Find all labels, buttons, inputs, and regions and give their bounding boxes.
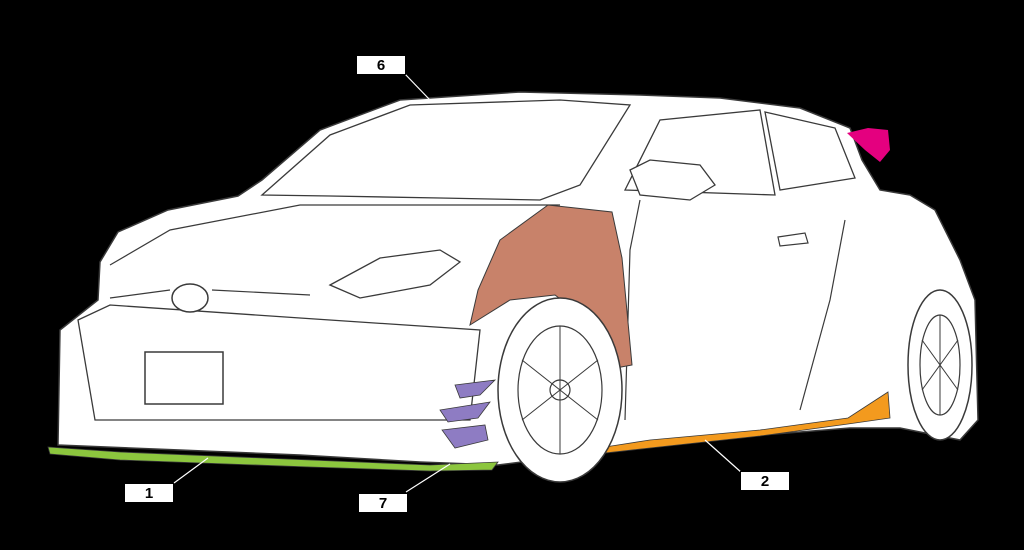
upper-grille-slat [109, 289, 311, 299]
side-window-rear [764, 111, 856, 191]
side-mirror [629, 159, 716, 201]
front-lip-part [47, 446, 499, 472]
callout-label-1: 1 [124, 483, 174, 503]
leader-line-2 [704, 439, 743, 474]
hood-line [109, 204, 560, 266]
callout-label-2: 2 [740, 471, 790, 491]
canards-part [439, 379, 497, 449]
license-plate [144, 351, 224, 405]
rear-wheel [907, 289, 973, 441]
leader-line-1 [173, 457, 209, 484]
callout-label-6: 6 [356, 55, 406, 75]
windshield [260, 99, 632, 201]
leader-line-7 [405, 463, 451, 493]
roof-spoiler-part [847, 128, 890, 162]
headlight [328, 249, 462, 299]
badge [171, 283, 209, 313]
door-handle [777, 232, 809, 247]
callout-label-7: 7 [358, 493, 408, 513]
front-wheel [497, 297, 623, 483]
leader-lines [173, 72, 743, 493]
side-skirt-part [604, 391, 891, 454]
leader-line-6 [403, 72, 431, 101]
